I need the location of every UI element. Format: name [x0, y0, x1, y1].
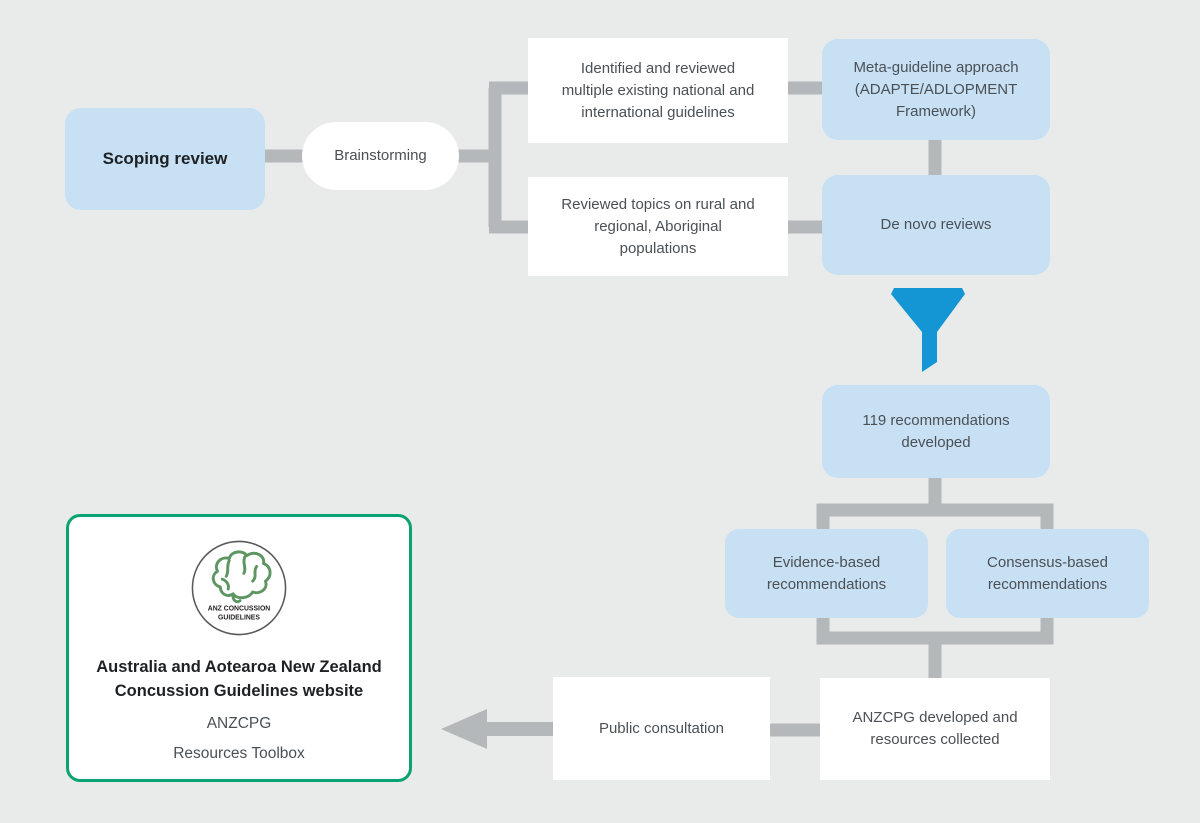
node-119-recommendations: 119 recommendations developed — [822, 385, 1050, 478]
node-scoping-review: Scoping review — [65, 108, 265, 210]
anz-concussion-guidelines-logo: ANZ CONCUSSION GUIDELINES — [191, 540, 287, 636]
node-public-consultation: Public consultation — [553, 677, 770, 780]
node-website-outcome: ANZ CONCUSSION GUIDELINES Australia and … — [66, 514, 412, 782]
website-subtitle-anzcpg: ANZCPG — [206, 715, 272, 732]
node-label: Meta-guideline approach (ADAPTE/ADLOPMEN… — [853, 58, 1019, 120]
node-identified-reviewed: Identified and reviewed multiple existin… — [528, 38, 788, 143]
node-label: 119 recommendations developed — [862, 411, 1010, 451]
website-title: Australia and Aotearoa New Zealand Concu… — [96, 658, 382, 700]
node-de-novo-reviews: De novo reviews — [822, 175, 1050, 275]
arrow-left-icon — [441, 709, 555, 749]
node-label: Evidence-based recommendations — [766, 553, 887, 593]
funnel-icon — [891, 288, 965, 372]
node-label: Reviewed topics on rural and regional, A… — [561, 195, 755, 257]
node-label: Consensus-based recommendations — [987, 553, 1108, 593]
node-consensus-based: Consensus-based recommendations — [946, 529, 1149, 618]
logo-text-line2: GUIDELINES — [218, 614, 260, 621]
node-label: Identified and reviewed multiple existin… — [561, 59, 755, 121]
node-label: ANZCPG developed and resources collected — [852, 709, 1018, 748]
node-label: De novo reviews — [880, 216, 992, 233]
node-meta-guideline-approach: Meta-guideline approach (ADAPTE/ADLOPMEN… — [822, 39, 1050, 140]
node-evidence-based: Evidence-based recommendations — [725, 529, 928, 618]
node-brainstorming: Brainstorming — [302, 122, 459, 190]
node-reviewed-topics: Reviewed topics on rural and regional, A… — [528, 177, 788, 276]
website-subtitle-toolbox: Resources Toolbox — [173, 745, 305, 762]
logo-text-line1: ANZ CONCUSSION — [208, 606, 271, 613]
node-label: Public consultation — [598, 719, 725, 737]
brain-icon — [211, 550, 272, 604]
node-label: Brainstorming — [334, 147, 427, 164]
node-anzcpg-developed: ANZCPG developed and resources collected — [820, 678, 1050, 780]
node-label: Scoping review — [102, 149, 228, 168]
